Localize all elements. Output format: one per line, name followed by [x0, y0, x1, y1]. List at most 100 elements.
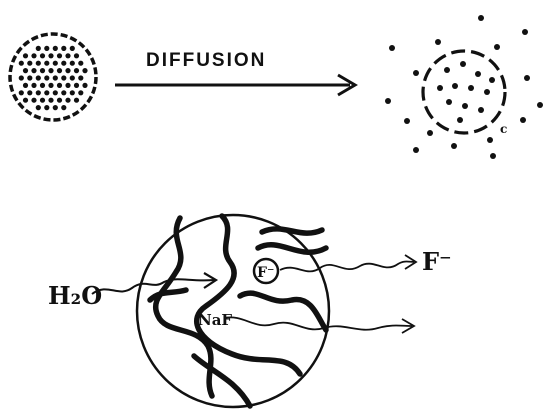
particle-dot — [23, 83, 28, 88]
particle-dot — [427, 130, 433, 136]
particle-dot — [82, 68, 87, 73]
particle-dot — [74, 83, 79, 88]
polymer-chain — [150, 290, 186, 300]
particle-dot — [40, 53, 45, 58]
particle-dot — [27, 61, 32, 66]
particle-dot — [44, 105, 49, 110]
particle-dot — [413, 70, 419, 76]
particle-dot — [462, 103, 468, 109]
particle-dot — [44, 90, 49, 95]
particle-dot — [53, 90, 58, 95]
particle-dot — [74, 68, 79, 73]
particle-dot — [19, 75, 24, 80]
diffusion-arrow-group: DIFFUSION — [115, 50, 355, 95]
diffusion-label: DIFFUSION — [146, 50, 266, 71]
particle-dot — [487, 137, 493, 143]
particle-dot — [57, 68, 62, 73]
particle-dot — [31, 68, 36, 73]
particle-dot — [48, 98, 53, 103]
dense-particle — [10, 34, 96, 120]
particle-dot — [65, 68, 70, 73]
particle-dot — [57, 53, 62, 58]
polymer-chain — [194, 356, 250, 406]
particle-dot — [27, 75, 32, 80]
particle-dot — [70, 61, 75, 66]
particle-dot — [70, 46, 75, 51]
particle-dot — [53, 61, 58, 66]
particle-dot — [61, 46, 66, 51]
particle-dot — [74, 98, 79, 103]
particle-dot — [36, 46, 41, 51]
particle-dot — [48, 68, 53, 73]
particle-dot — [524, 75, 530, 81]
dense-particle-dots — [19, 46, 88, 110]
particle-dot — [494, 44, 500, 50]
sparse-particle-label: c — [500, 122, 507, 136]
particle-dot — [452, 83, 458, 89]
particle-dot — [44, 46, 49, 51]
polymer-chains — [150, 216, 326, 406]
particle-dot — [78, 61, 83, 66]
particle-dot — [44, 61, 49, 66]
particle-dot — [522, 29, 528, 35]
particle-dot — [78, 90, 83, 95]
particle-dot — [475, 71, 481, 77]
sodium-fluoride-label: NaF — [198, 311, 232, 329]
particle-dot — [44, 75, 49, 80]
polymer-chain — [240, 293, 326, 330]
particle-dot — [53, 46, 58, 51]
particle-dot — [40, 83, 45, 88]
water-label: H₂O — [48, 281, 102, 310]
particle-dot — [389, 45, 395, 51]
particle-dot — [23, 98, 28, 103]
water-inflow: H₂O — [48, 273, 216, 310]
particle-dot — [19, 61, 24, 66]
particle-dot — [65, 53, 70, 58]
particle-dot — [19, 90, 24, 95]
particle-dot — [36, 105, 41, 110]
particle-dot — [48, 53, 53, 58]
water-inflow-path — [92, 279, 214, 294]
inner-fluoride-ion: F⁻ — [254, 259, 278, 283]
particle-dot — [65, 98, 70, 103]
particle-dot — [61, 105, 66, 110]
particle-dot — [537, 102, 543, 108]
polymer-chain — [262, 229, 322, 233]
particle-dot — [57, 98, 62, 103]
particle-dot — [385, 98, 391, 104]
particle-dot — [468, 85, 474, 91]
cross-section-outline — [137, 215, 329, 407]
particle-dot — [61, 75, 66, 80]
sparse-particle-dots — [385, 15, 543, 159]
particle-dot — [40, 68, 45, 73]
particle-dot — [82, 83, 87, 88]
particle-dot — [61, 61, 66, 66]
particle-dot — [36, 61, 41, 66]
particle-dot — [478, 107, 484, 113]
particle-cross-section: F⁻ NaF — [137, 215, 329, 407]
particle-dot — [36, 90, 41, 95]
particle-dot — [48, 83, 53, 88]
particle-dot — [437, 85, 443, 91]
inner-fluoride-ion-label: F⁻ — [257, 265, 274, 281]
particle-dot — [65, 83, 70, 88]
particle-dot — [61, 90, 66, 95]
particle-dot — [435, 39, 441, 45]
particle-dot — [31, 98, 36, 103]
particle-dot — [451, 143, 457, 149]
particle-dot — [413, 147, 419, 153]
particle-dot — [490, 153, 496, 159]
particle-dot — [70, 75, 75, 80]
particle-dot — [74, 53, 79, 58]
particle-dot — [520, 117, 526, 123]
particle-dot — [23, 68, 28, 73]
particle-dot — [53, 105, 58, 110]
polymer-chain — [258, 245, 326, 253]
particle-dot — [484, 89, 490, 95]
particle-dot — [27, 90, 32, 95]
particle-dot — [78, 75, 83, 80]
particle-dot — [40, 98, 45, 103]
particle-dot — [23, 53, 28, 58]
sparse-particle: c — [385, 15, 543, 159]
